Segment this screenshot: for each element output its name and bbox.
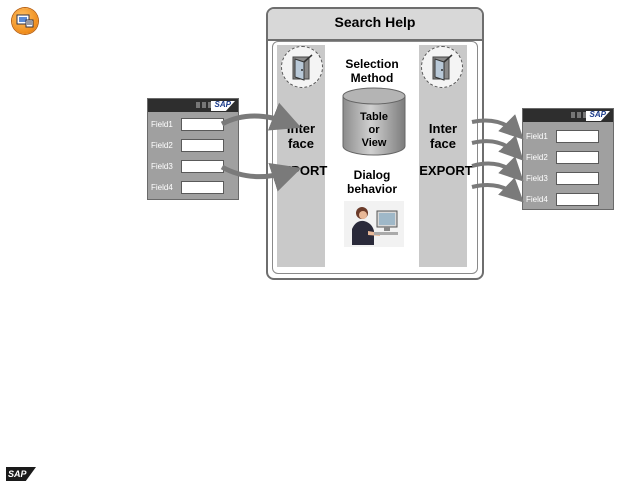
database-icon (342, 87, 406, 156)
right-interface-line1: Inter (428, 121, 458, 136)
export-arrow-field2 (471, 135, 524, 161)
right-field3-input[interactable] (556, 172, 599, 185)
right-field1-input[interactable] (556, 130, 599, 143)
right-screen-titlebar: SAP (523, 109, 613, 122)
left-field3-label: Field3 (151, 162, 173, 171)
left-field4-label: Field4 (151, 183, 173, 192)
right-interface-label: Inter face (419, 121, 467, 151)
export-arrow-field1 (471, 114, 524, 140)
left-field4-input[interactable] (181, 181, 224, 194)
import-arrow-field3 (220, 162, 302, 192)
course-icon (12, 8, 38, 34)
user-at-computer-icon (344, 201, 404, 247)
selection-method-label: Selection Method (330, 57, 414, 85)
left-sap-screen: SAP Field1 Field2 Field3 Field4 (147, 98, 239, 200)
table-or-view-label: Table or View (341, 111, 407, 150)
table-line2: or (368, 124, 380, 136)
footer-sap-logo-text: SAP (8, 469, 27, 479)
export-label: EXPORT (419, 163, 473, 178)
right-field2-input[interactable] (556, 151, 599, 164)
right-field4-input[interactable] (556, 193, 599, 206)
sap-logo-text: SAP (214, 100, 231, 109)
sap-logo (586, 111, 610, 121)
table-line3: View (361, 137, 387, 149)
right-door-icon (421, 46, 463, 88)
search-help-title: Search Help (268, 9, 482, 41)
left-door-icon (281, 46, 323, 88)
left-field2-input[interactable] (181, 139, 224, 152)
right-interface-line2: face (429, 136, 457, 151)
dialog-line1: Dialog (353, 168, 391, 182)
left-interface-line2: face (287, 136, 315, 151)
right-field4-label: Field4 (526, 195, 548, 204)
dialog-line2: behavior (346, 182, 397, 196)
export-arrow-field4 (471, 177, 524, 203)
dialog-behavior-label: Dialog behavior (330, 168, 414, 196)
table-line1: Table (360, 111, 388, 123)
left-field2-label: Field2 (151, 141, 173, 150)
sap-logo (211, 101, 235, 111)
door-icon (292, 54, 313, 81)
selection-method-line1: Selection (345, 57, 399, 71)
right-field1-label: Field1 (526, 132, 548, 141)
export-arrow-field3 (471, 156, 524, 182)
right-field2-label: Field2 (526, 153, 548, 162)
left-screen-titlebar: SAP (148, 99, 238, 112)
sap-logo-text: SAP (589, 110, 606, 119)
import-arrow-field1 (220, 102, 302, 131)
door-icon (432, 54, 453, 81)
left-field1-label: Field1 (151, 120, 173, 129)
right-field3-label: Field3 (526, 174, 548, 183)
selection-method-line2: Method (350, 71, 394, 85)
